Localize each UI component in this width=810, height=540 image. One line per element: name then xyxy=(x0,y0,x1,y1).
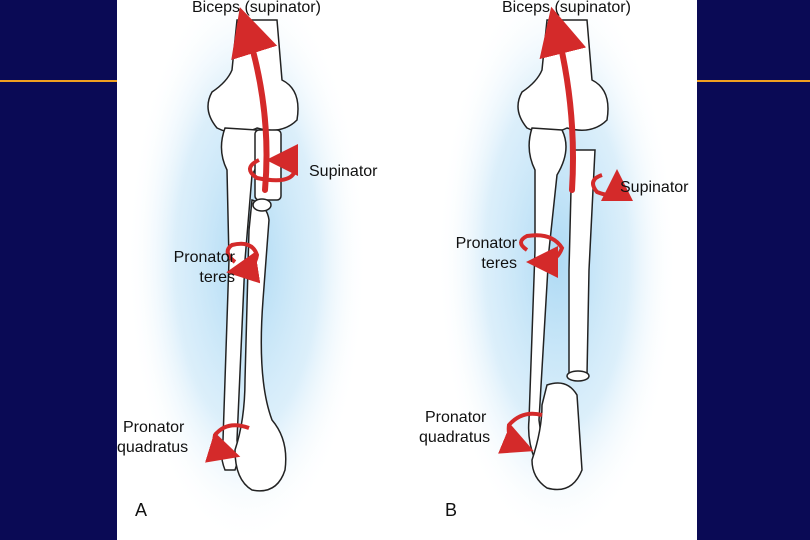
panel-b-pronator-teres-arrow xyxy=(519,233,565,278)
panel-a-biceps-label: Biceps (supinator) xyxy=(192,0,321,16)
accent-line-left xyxy=(0,80,117,82)
panel-b-pronator-quadratus-label-2: quadratus xyxy=(419,429,491,446)
panel-a-supinator-label: Supinator xyxy=(309,163,378,180)
panel-a-pronator-teres-arrow xyxy=(225,241,261,284)
panel-b-distal-radius xyxy=(531,382,583,491)
panel-b-pronator-teres-label-1: Pronator xyxy=(455,235,517,252)
accent-line-right xyxy=(697,80,810,82)
panel-b-pronator-quadratus-label-1: Pronator xyxy=(425,409,487,426)
panel-b-supinator-arrow xyxy=(591,169,633,202)
panel-a-letter: A xyxy=(135,500,148,520)
panel-b-radial-cut xyxy=(566,370,590,382)
panel-b-biceps-arrow xyxy=(539,6,587,193)
panel-a-pronator-quadratus-label-2: quadratus xyxy=(117,439,189,456)
panel-b-biceps-label: Biceps (supinator) xyxy=(502,0,631,16)
panel-b-supinator-label: Supinator xyxy=(620,179,689,196)
forearm-diagram xyxy=(127,0,677,540)
panel-a-pronator-teres-label-1: Pronator xyxy=(173,249,235,266)
panel-a-pronator-teres-label-2: teres xyxy=(199,269,235,286)
panel-b-pronator-teres-label-2: teres xyxy=(481,255,517,272)
panel-b-letter: B xyxy=(445,500,458,520)
panel-a-supinator-arrow xyxy=(248,144,299,183)
panel-a-pronator-quadratus-arrow xyxy=(204,423,250,463)
figure-panel: Biceps (supinator) Supinator Pronator te… xyxy=(117,0,697,540)
panel-a-radial-cut xyxy=(252,198,272,212)
panel-b-pronator-quadratus-arrow xyxy=(498,411,543,454)
panel-a-pronator-quadratus-label-1: Pronator xyxy=(123,419,185,436)
panel-a-forearm xyxy=(127,0,367,540)
panel-b-forearm xyxy=(437,0,677,540)
